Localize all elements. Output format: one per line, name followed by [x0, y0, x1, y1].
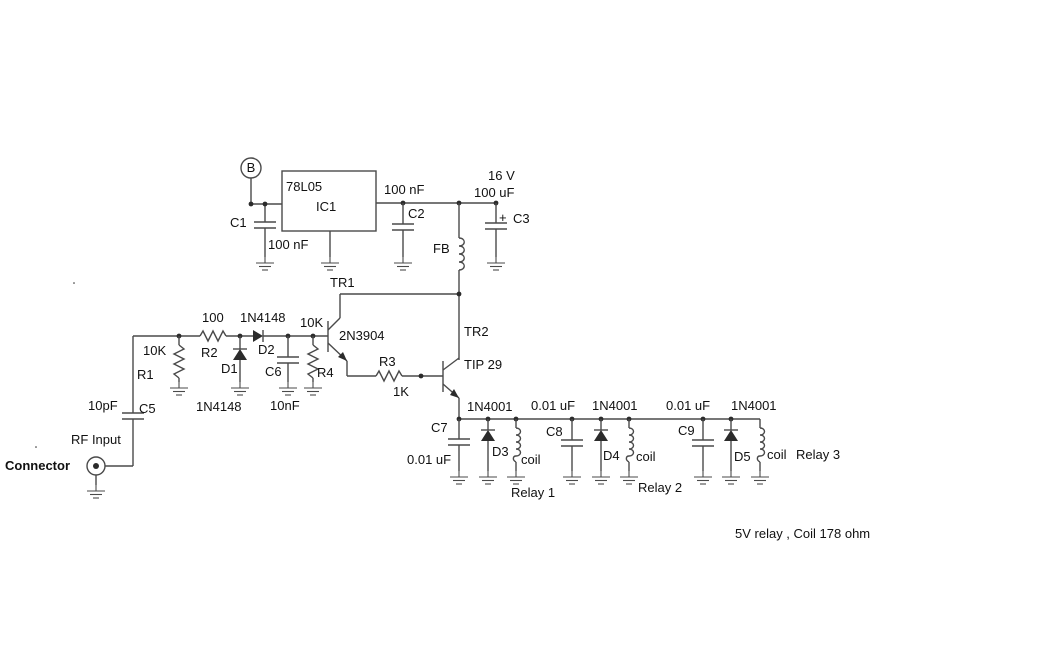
ferrite-bead — [458, 203, 465, 360]
c5-capacitor — [122, 336, 144, 466]
d3-ref-label: D3 — [492, 444, 509, 459]
relay1-coil — [506, 419, 526, 485]
c8-capacitor — [561, 419, 583, 485]
junction — [418, 373, 424, 379]
r4-ref-label: R4 — [317, 365, 334, 380]
connector-label: Connector — [5, 458, 70, 473]
relay3-coil — [750, 419, 770, 485]
r4-resistor — [303, 336, 323, 396]
d2-diode — [253, 330, 328, 342]
c9-capacitor — [692, 419, 714, 485]
c1-ref-label: C1 — [230, 215, 247, 230]
c6-value-label: 10nF — [270, 398, 300, 413]
c8-value-label: 0.01 uF — [531, 398, 575, 413]
c2-capacitor — [392, 203, 414, 271]
battery-terminal — [240, 157, 262, 204]
c2-ref-label: C2 — [408, 206, 425, 221]
tr2-type-label: TIP 29 — [464, 357, 502, 372]
c9-ref-label: C9 — [678, 423, 695, 438]
c3-ref-label: C3 — [513, 211, 530, 226]
rf-connector — [86, 456, 133, 499]
c5-ref-label: C5 — [139, 401, 156, 416]
relay2-coil — [619, 419, 639, 485]
relay2-label: Relay 2 — [638, 480, 682, 495]
r2-value-label: 100 — [202, 310, 224, 325]
tr1-transistor — [327, 294, 376, 377]
c3-capacitor — [485, 203, 507, 271]
d1-type-label: 1N4148 — [196, 399, 242, 414]
ic1-regulator — [281, 170, 377, 271]
c8-ref-label: C8 — [546, 424, 563, 439]
ferrite-bead-label: FB — [433, 241, 450, 256]
r3-value-label: 1K — [393, 384, 409, 399]
d1-diode — [230, 336, 250, 396]
regulator-ref-label: IC1 — [316, 199, 336, 214]
d3-type-label: 1N4001 — [467, 399, 513, 414]
d3-diode — [478, 419, 498, 485]
tr2-ref-label: TR2 — [464, 324, 489, 339]
r1-ref-label: R1 — [137, 367, 154, 382]
c6-ref-label: C6 — [265, 364, 282, 379]
rf-input-label: RF Input — [71, 432, 121, 447]
coil1-label: coil — [521, 452, 541, 467]
d4-diode — [591, 419, 611, 485]
d5-ref-label: D5 — [734, 449, 751, 464]
c3-voltage-label: 16 V — [488, 168, 515, 183]
c9-value-label: 0.01 uF — [666, 398, 710, 413]
coil2-label: coil — [636, 449, 656, 464]
c2-value-label: 100 nF — [384, 182, 425, 197]
d2-ref-label: D2 — [258, 342, 275, 357]
d1-ref-label: D1 — [221, 361, 238, 376]
r1-resistor — [169, 336, 189, 396]
c1-value-label: 100 nF — [268, 237, 309, 252]
relay-note: 5V relay , Coil 178 ohm — [735, 526, 870, 541]
c7-value-label: 0.01 uF — [407, 452, 451, 467]
r1-value-label: 10K — [143, 343, 166, 358]
r4-value-label: 10K — [300, 315, 323, 330]
r3-ref-label: R3 — [379, 354, 396, 369]
speck — [35, 446, 37, 448]
tr1-type-label: 2N3904 — [339, 328, 385, 343]
regulator-type-label: 78L05 — [286, 179, 322, 194]
c5-value-label: 10pF — [88, 398, 118, 413]
c1-capacitor — [254, 204, 276, 271]
d5-diode — [721, 419, 741, 485]
d5-type-label: 1N4001 — [731, 398, 777, 413]
tr1-ref-label: TR1 — [330, 275, 355, 290]
speck — [73, 282, 75, 284]
c3-plus-label: + — [499, 210, 507, 225]
d4-ref-label: D4 — [603, 448, 620, 463]
r3-resistor — [375, 369, 443, 383]
c3-value-label: 100 uF — [474, 185, 515, 200]
junction — [248, 201, 254, 207]
coil3-label: coil — [767, 447, 787, 462]
d2-type-label: 1N4148 — [240, 310, 286, 325]
relay3-label: Relay 3 — [796, 447, 840, 462]
junction — [456, 291, 462, 297]
d4-type-label: 1N4001 — [592, 398, 638, 413]
c6-capacitor — [277, 336, 299, 396]
battery-label: B — [247, 160, 256, 175]
c7-capacitor — [448, 419, 470, 485]
tr2-transistor — [442, 357, 460, 419]
r2-resistor — [199, 329, 253, 343]
relay1-label: Relay 1 — [511, 485, 555, 500]
r2-ref-label: R2 — [201, 345, 218, 360]
junction — [262, 201, 268, 207]
c7-ref-label: C7 — [431, 420, 448, 435]
